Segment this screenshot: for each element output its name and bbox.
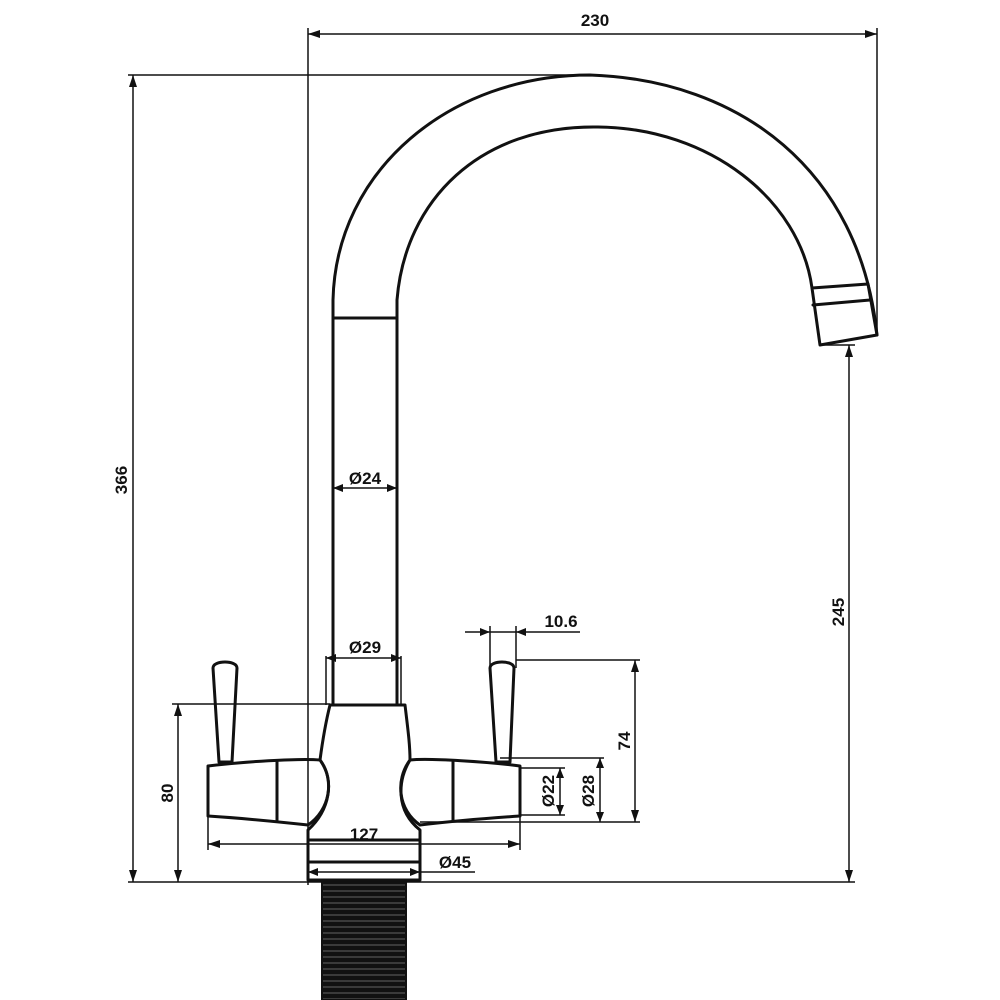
threaded-shank bbox=[321, 879, 407, 1000]
label-handle-height: 74 bbox=[615, 731, 634, 750]
label-handle-offset: 10.6 bbox=[544, 612, 577, 631]
aerator-band-line bbox=[811, 298, 872, 307]
dimension-labels: 230 366 245 Ø24 Ø29 10.6 74 Ø22 Ø28 80 1… bbox=[112, 11, 848, 872]
label-hub-diameter: Ø22 bbox=[539, 775, 558, 807]
spout-aerator bbox=[810, 282, 879, 347]
label-overall-width: 230 bbox=[581, 11, 609, 30]
label-spout-height: 245 bbox=[829, 598, 848, 626]
spout-outer bbox=[331, 73, 879, 337]
dimension-lines bbox=[128, 28, 878, 885]
label-spout-diameter: Ø24 bbox=[349, 469, 382, 488]
left-handle-body bbox=[206, 757, 331, 827]
label-body-height: 80 bbox=[158, 784, 177, 803]
spout-inner bbox=[395, 125, 814, 320]
label-overall-height: 366 bbox=[112, 466, 131, 494]
label-outer-diameter: Ø28 bbox=[579, 775, 598, 807]
label-column-diameter: Ø29 bbox=[349, 638, 381, 657]
label-base-diameter: Ø45 bbox=[439, 853, 471, 872]
label-body-width: 127 bbox=[350, 825, 378, 844]
faucet-outline bbox=[206, 73, 879, 1000]
right-handle-body bbox=[399, 757, 522, 827]
base-collar bbox=[306, 838, 422, 882]
left-handle-lever bbox=[211, 660, 239, 764]
right-handle-lever bbox=[488, 660, 516, 764]
